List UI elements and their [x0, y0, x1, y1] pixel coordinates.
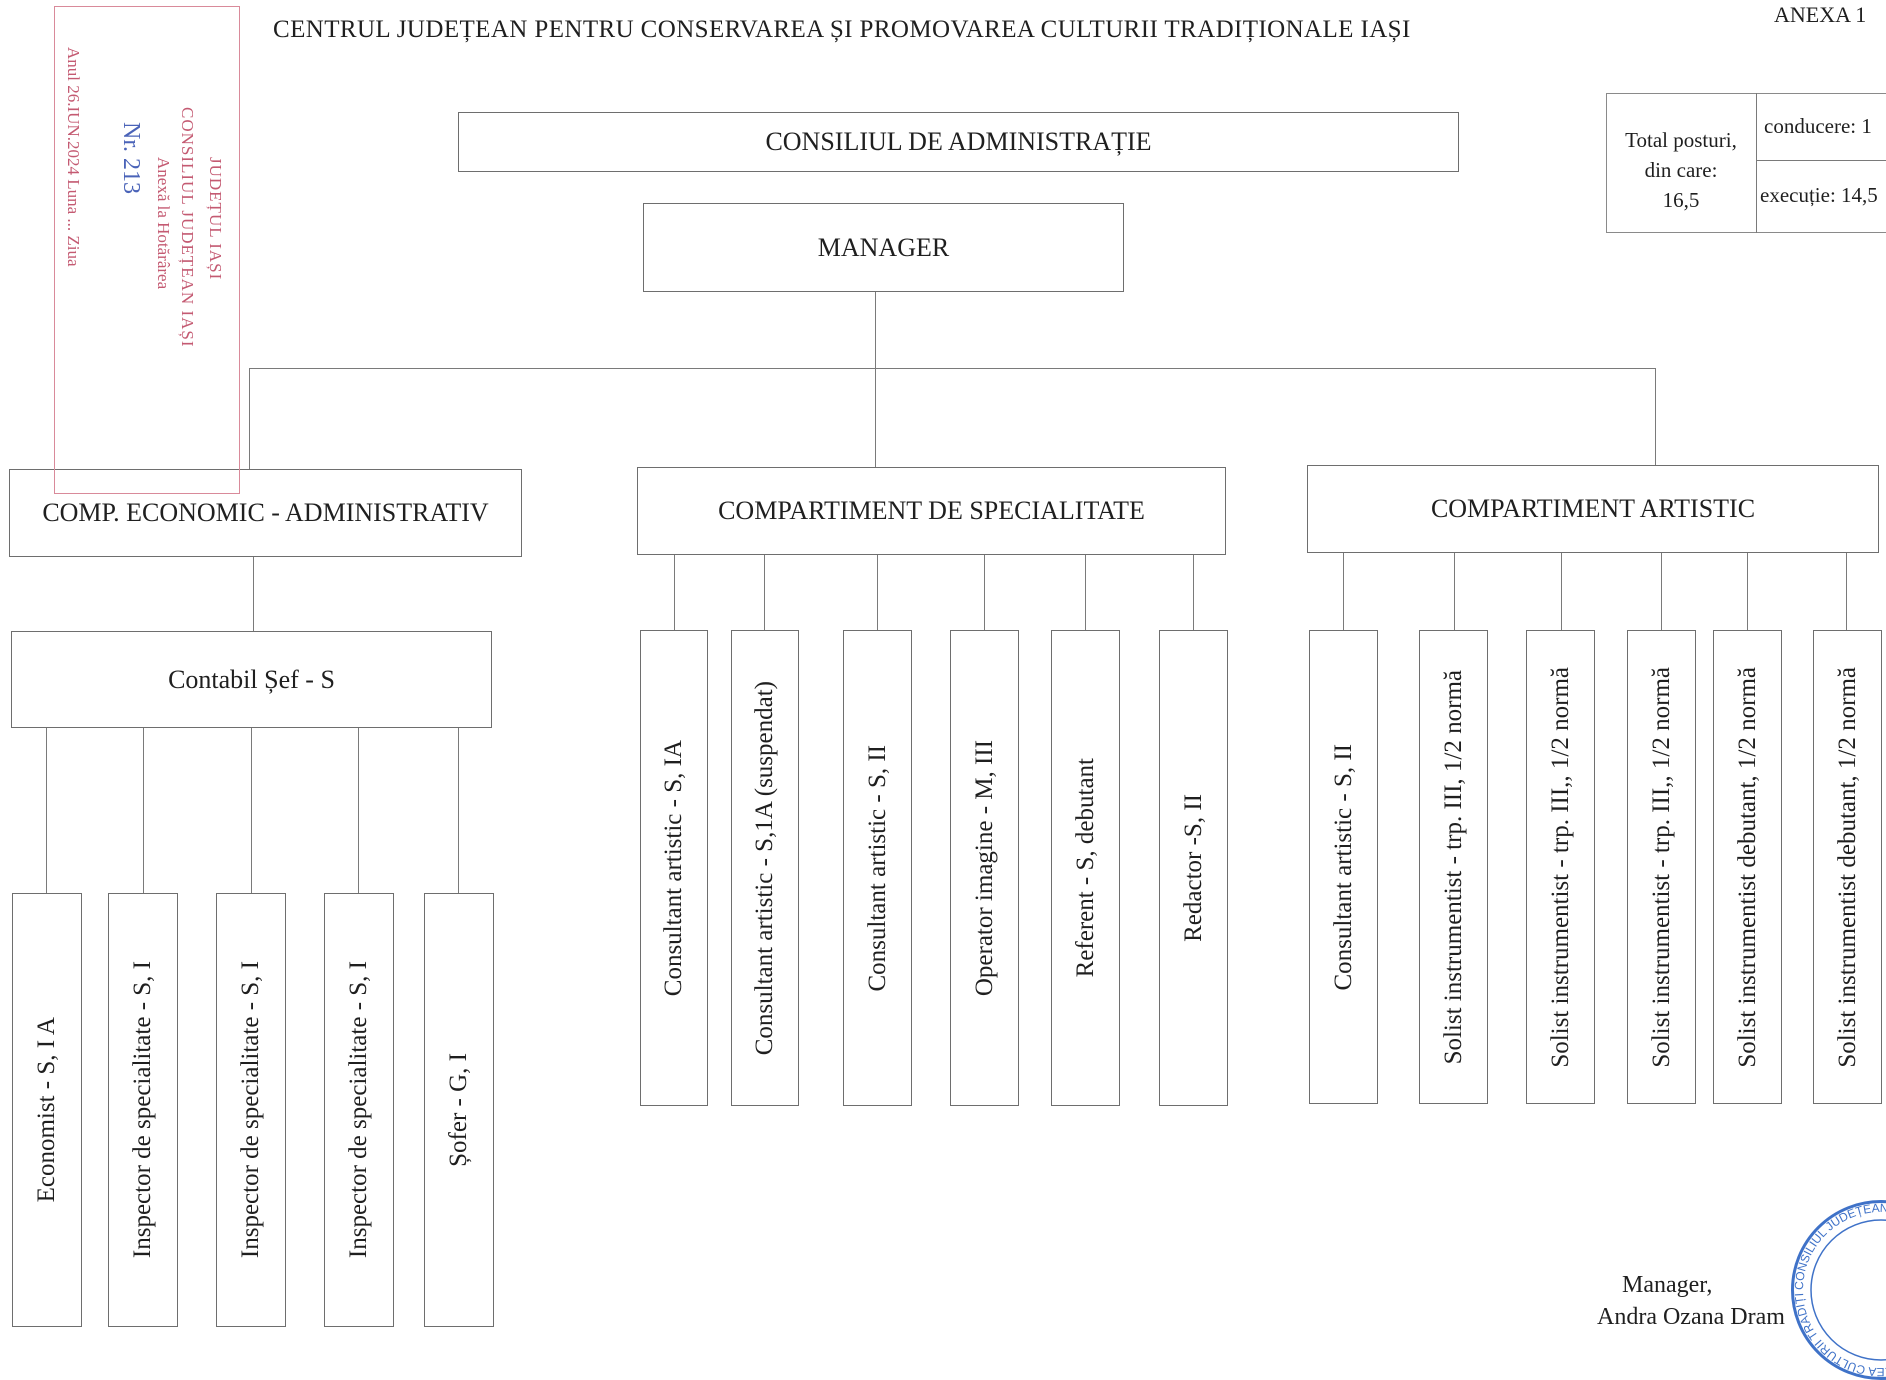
totals-divider	[1756, 93, 1757, 233]
position-label: Consultant artistic - S, II	[1329, 743, 1357, 991]
stamp-line: CONSILIUL JUDEȚEAN IAȘI	[178, 107, 197, 348]
position-label: Operator imagine - M, III	[970, 739, 998, 997]
totals-row-divider	[1756, 160, 1886, 161]
position-box: Economist - S, I A	[12, 893, 82, 1327]
position-box: Inspector de specialitate - S, I	[216, 893, 286, 1327]
position-label: Solist instrumentist debutant, 1/2 normă	[1833, 666, 1861, 1068]
department-specialty-label: COMPARTIMENT DE SPECIALITATE	[718, 496, 1145, 525]
registration-stamp: JUDEȚUL IAȘI CONSILIUL JUDEȚEAN IAȘI Ane…	[54, 6, 240, 494]
position-box: Consultant artistic - S,1A (suspendat)	[731, 630, 799, 1106]
position-label: Inspector de specialitate - S, I	[237, 961, 264, 1259]
stamp-line: Anexă la Hotărârea	[154, 157, 173, 290]
connector-line	[458, 728, 459, 893]
connector-line	[984, 554, 985, 630]
position-label: Solist instrumentist - trp. III,, 1/2 no…	[1546, 666, 1574, 1068]
connector-line	[764, 554, 765, 630]
connector-line	[1454, 552, 1455, 630]
connector-line	[1085, 554, 1086, 630]
position-box: Solist instrumentist - trp. III,, 1/2 no…	[1627, 630, 1696, 1104]
connector-line	[1661, 552, 1662, 630]
position-label: Economist - S, I A	[33, 1017, 60, 1203]
position-label: Șofer - G, I	[445, 1053, 472, 1167]
connector-line	[1193, 554, 1194, 630]
page-title: CENTRUL JUDEȚEAN PENTRU CONSERVAREA ȘI P…	[273, 16, 1411, 43]
institutional-seal: CONSILIUL JUDEȚEAN PENTRU CONSERVAREA ȘI…	[1791, 1200, 1886, 1380]
connector-line	[1561, 552, 1562, 630]
position-box: Inspector de specialitate - S, I	[324, 893, 394, 1327]
connector-line	[249, 368, 1655, 369]
manager-label: MANAGER	[817, 232, 950, 262]
connector-line	[877, 554, 878, 630]
position-label: Consultant artistic - S,1A (suspendat)	[751, 680, 778, 1056]
department-economic-label: COMP. ECONOMIC - ADMINISTRATIV	[42, 498, 489, 527]
svg-text:CONSILIUL JUDEȚEAN PENTRU CONS: CONSILIUL JUDEȚEAN PENTRU CONSERVAREA ȘI…	[1791, 1200, 1886, 1379]
stamp-line: Nr. 213	[118, 122, 144, 194]
position-label: Inspector de specialitate - S, I	[345, 961, 372, 1259]
position-box: Inspector de specialitate - S, I	[108, 893, 178, 1327]
connector-line	[875, 291, 876, 467]
signature-name: Andra Ozana Dram	[1597, 1304, 1785, 1330]
position-label: Solist instrumentist debutant, 1/2 normă	[1733, 666, 1761, 1068]
position-label: Solist instrumentist - trp. III,, 1/2 no…	[1647, 666, 1675, 1068]
stamp-line: JUDEȚUL IAȘI	[206, 157, 225, 281]
connector-line	[143, 728, 144, 893]
position-box: Redactor -S, II	[1159, 630, 1228, 1106]
position-box: Solist instrumentist - trp. III, 1/2 nor…	[1419, 630, 1488, 1104]
position-box: Solist instrumentist - trp. III,, 1/2 no…	[1526, 630, 1595, 1104]
position-label: Referent - S, debutant	[1071, 758, 1099, 978]
connector-line	[249, 368, 250, 469]
seal-text: CONSILIUL JUDEȚEAN PENTRU CONSERVAREA ȘI…	[1794, 1203, 1886, 1377]
connector-line	[358, 728, 359, 893]
department-artistic-label: COMPARTIMENT ARTISTIC	[1430, 494, 1756, 523]
signature-role: Manager,	[1622, 1272, 1713, 1298]
position-box: Consultant artistic - S, II	[1309, 630, 1378, 1104]
chief-accountant-label: Contabil Șef - S	[168, 664, 335, 694]
position-box: Referent - S, debutant	[1051, 630, 1120, 1106]
totals-executie: execuție: 14,5	[1760, 183, 1878, 207]
connector-line	[1747, 552, 1748, 630]
position-label: Consultant artistic - S, II	[863, 744, 891, 992]
position-box: Consultant artistic - S, II	[843, 630, 912, 1106]
totals-label: Total posturi, din care: 16,5	[1606, 125, 1756, 215]
department-artistic: COMPARTIMENT ARTISTIC	[1307, 465, 1879, 553]
position-label: Solist instrumentist - trp. III, 1/2 nor…	[1439, 669, 1467, 1065]
connector-line	[46, 728, 47, 893]
manager-box: MANAGER	[643, 203, 1124, 292]
position-box: Solist instrumentist debutant, 1/2 normă	[1713, 630, 1782, 1104]
board-label: CONSILIUL DE ADMINISTRAȚIE	[765, 127, 1152, 156]
department-specialty: COMPARTIMENT DE SPECIALITATE	[637, 467, 1226, 555]
totals-table	[1606, 93, 1886, 233]
position-box: Operator imagine - M, III	[950, 630, 1019, 1106]
connector-line	[1846, 552, 1847, 630]
totals-label-line1: Total posturi,	[1625, 128, 1737, 152]
position-box: Consultant artistic - S, IA	[640, 630, 708, 1106]
connector-line	[251, 728, 252, 893]
connector-line	[674, 554, 675, 630]
position-label: Inspector de specialitate - S, I	[129, 961, 156, 1259]
totals-label-line2: din care:	[1644, 158, 1718, 182]
connector-line	[253, 556, 254, 632]
stamp-line: Anul 26.IUN.2024 Luna ... Ziua	[64, 47, 83, 267]
position-label: Consultant artistic - S, IA	[660, 739, 687, 997]
position-box: Șofer - G, I	[424, 893, 494, 1327]
department-economic: COMP. ECONOMIC - ADMINISTRATIV	[9, 469, 522, 557]
position-label: Redactor -S, II	[1179, 794, 1207, 942]
connector-line	[1343, 552, 1344, 630]
totals-conducere: conducere: 1	[1764, 114, 1872, 138]
connector-line	[1655, 368, 1656, 467]
board-box: CONSILIUL DE ADMINISTRAȚIE	[458, 112, 1459, 172]
chief-accountant-box: Contabil Șef - S	[11, 631, 492, 728]
seal-ring-icon: CONSILIUL JUDEȚEAN PENTRU CONSERVAREA ȘI…	[1791, 1200, 1886, 1379]
totals-value: 16,5	[1662, 188, 1700, 212]
position-box: Solist instrumentist debutant, 1/2 normă	[1813, 630, 1882, 1104]
annex-label: ANEXA 1	[1774, 2, 1867, 27]
